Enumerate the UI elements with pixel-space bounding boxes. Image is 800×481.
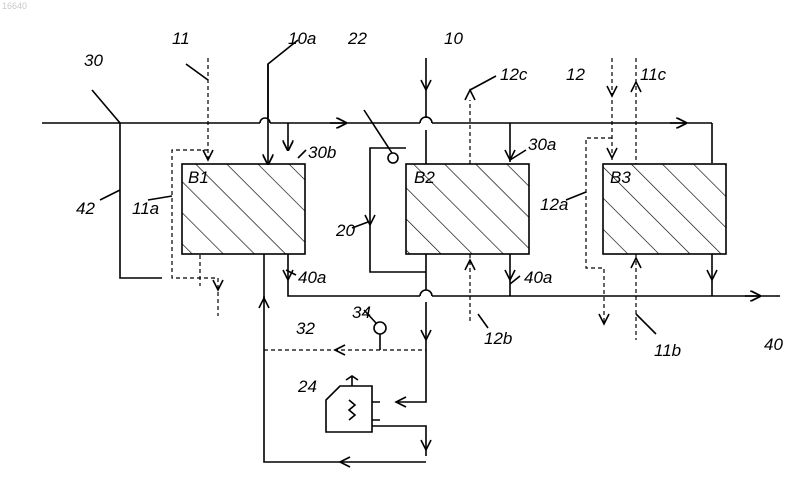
block-b3: B3 <box>603 164 726 254</box>
label-40: 40 <box>764 335 783 354</box>
label-24: 24 <box>297 377 317 396</box>
label-20: 20 <box>335 221 355 240</box>
block-b1-label: B1 <box>188 168 209 187</box>
label-11c: 11c <box>640 65 667 84</box>
label-11b: 11b <box>654 341 681 360</box>
block-b3-label: B3 <box>610 168 631 187</box>
block-b1: B1 <box>182 164 305 254</box>
label-22: 22 <box>347 29 367 48</box>
block-b2-label: B2 <box>414 168 435 187</box>
label-30: 30 <box>84 51 103 70</box>
label-12b: 12b <box>484 329 512 348</box>
sensor-22-icon <box>388 153 398 163</box>
line-10a <box>268 40 298 164</box>
label-11a: 11a <box>132 199 159 218</box>
page-mark: 16640 <box>2 1 27 11</box>
label-10: 10 <box>444 29 463 48</box>
label-32: 32 <box>296 319 315 338</box>
label-12c: 12c <box>500 65 528 84</box>
label-42: 42 <box>76 199 95 218</box>
label-30b: 30b <box>308 143 336 162</box>
label-34: 34 <box>352 303 371 322</box>
label-10a: 10a <box>288 29 316 48</box>
label-40a-right: 40a <box>524 268 552 287</box>
boiler-24 <box>326 376 380 432</box>
label-30a: 30a <box>528 135 556 154</box>
label-12: 12 <box>566 65 585 84</box>
label-11: 11 <box>172 29 190 48</box>
block-b2: B2 <box>406 164 529 254</box>
label-12a: 12a <box>540 195 568 214</box>
label-40a-left: 40a <box>298 268 326 287</box>
sensor-34-icon <box>374 322 386 334</box>
